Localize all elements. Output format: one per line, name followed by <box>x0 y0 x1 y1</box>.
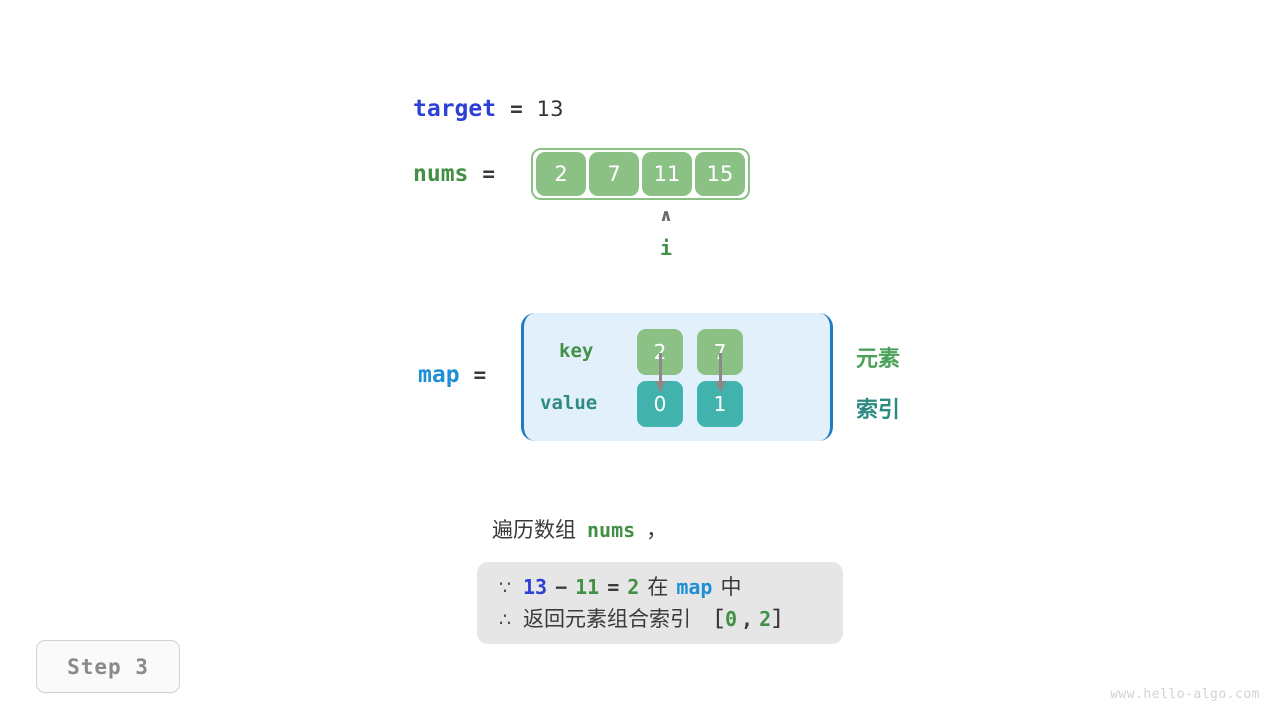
target-variable-name: target <box>413 96 497 122</box>
nums-row: nums = 2 7 11 15 <box>413 147 751 201</box>
conclusion-complement-value: 2 <box>627 575 640 599</box>
caption-suffix: ， <box>646 518 668 542</box>
map-value-cell-1: 1 <box>697 381 743 427</box>
conclusion-box: ∵ 13 − 11 = 2 在 map 中 ∴ 返回元素组合索引 ［ 0 , 2… <box>477 562 843 644</box>
watermark: www.hello-algo.com <box>1110 687 1260 702</box>
map-value-cell-0: 0 <box>637 381 683 427</box>
caption-variable-nums: nums <box>587 518 636 542</box>
caption-traverse-array: 遍历数组 nums ， <box>492 514 667 544</box>
map-equals-sign: = <box>473 363 487 387</box>
result-index-0: 0 <box>725 607 738 631</box>
map-container: key value 2 7 0 1 <box>521 313 833 441</box>
target-value: 13 <box>536 97 564 121</box>
map-row-label: map = <box>418 362 486 388</box>
map-key-cell-0: 2 <box>637 329 683 375</box>
conclusion-line-1: ∵ 13 − 11 = 2 在 map 中 <box>499 571 821 603</box>
conclusion-map-name: map <box>676 575 713 599</box>
therefore-symbol: ∴ <box>499 609 512 631</box>
nums-cell-1: 7 <box>589 152 640 196</box>
conclusion-target-value: 13 <box>523 575 548 599</box>
nums-array-container: 2 7 11 15 <box>531 148 751 200</box>
nums-variable-name: nums <box>413 161 469 187</box>
nums-cell-2: 11 <box>642 152 693 196</box>
nums-cell-0: 2 <box>536 152 587 196</box>
result-bracket-open: ［ <box>703 607 723 631</box>
result-bracket-close: ］ <box>773 607 794 631</box>
map-value-row-label: value <box>540 392 598 414</box>
conclusion-result-text: 返回元素组合索引 <box>523 607 691 631</box>
conclusion-minus-sign: − <box>555 575 568 599</box>
map-key-cell-1: 7 <box>697 329 743 375</box>
conclusion-in-word: 在 <box>647 575 669 599</box>
index-pointer-label: i <box>659 236 673 260</box>
conclusion-tail-word: 中 <box>720 575 742 599</box>
result-comma: , <box>741 607 754 631</box>
result-index-1: 2 <box>759 607 772 631</box>
conclusion-line-2: ∴ 返回元素组合索引 ［ 0 , 2 ］ <box>499 603 821 635</box>
caret-up-icon: ∧ <box>659 206 673 226</box>
map-variable-name: map <box>418 362 460 388</box>
target-row: target = 13 <box>413 94 563 124</box>
nums-equals-sign: = <box>482 162 496 186</box>
target-equals-sign: = <box>510 97 523 121</box>
legend-label-element: 元素 <box>856 347 901 372</box>
step-badge: Step 3 <box>36 640 180 693</box>
index-pointer: ∧ i <box>643 206 689 260</box>
caption-prefix: 遍历数组 <box>492 518 576 542</box>
nums-cell-3: 15 <box>695 152 746 196</box>
map-key-row-label: key <box>559 340 594 362</box>
conclusion-equals-sign: = <box>607 575 620 599</box>
conclusion-current-value: 11 <box>575 575 600 599</box>
because-symbol: ∵ <box>499 577 512 599</box>
legend-label-index: 索引 <box>856 398 901 423</box>
